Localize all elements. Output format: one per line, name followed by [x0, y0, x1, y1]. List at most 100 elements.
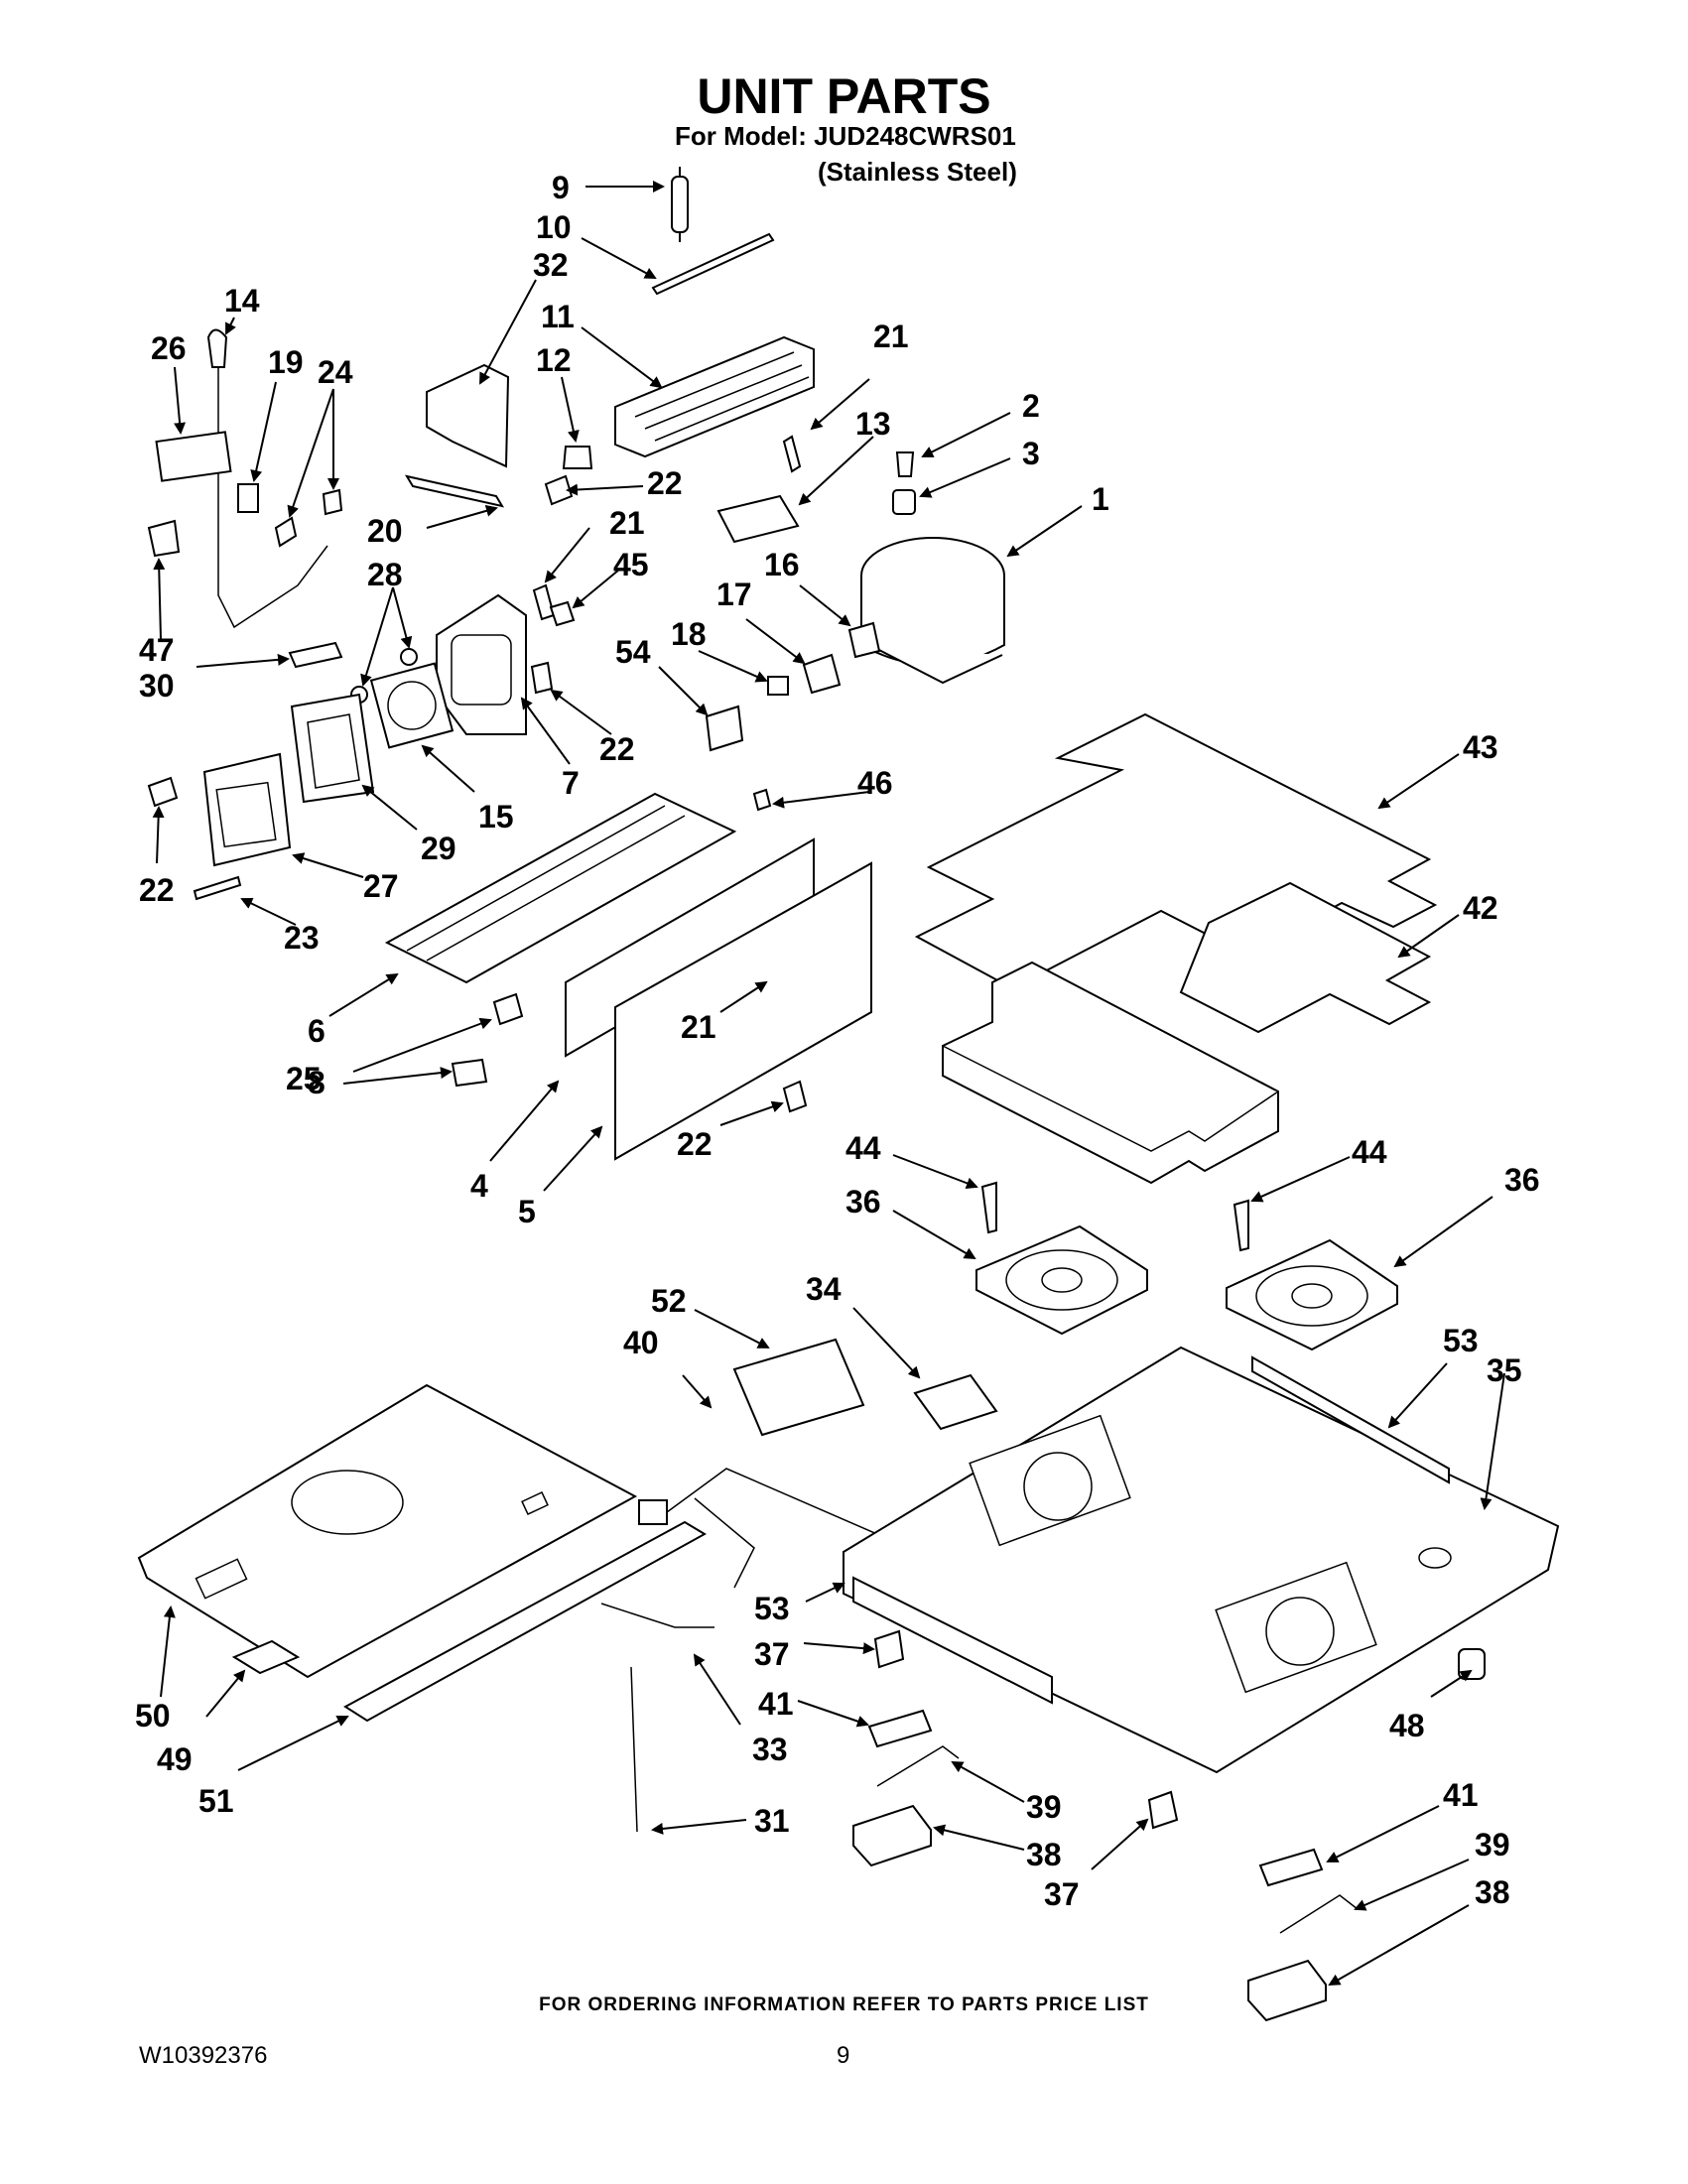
callout-22: 22 — [647, 465, 683, 501]
callout-32: 32 — [533, 247, 569, 283]
callout-21c: 21 — [681, 1009, 716, 1045]
callout-30: 30 — [139, 668, 175, 704]
callout-22b: 22 — [599, 731, 635, 767]
part-17-overload — [802, 653, 842, 695]
part-5-panel — [614, 861, 872, 1161]
callout-38: 38 — [1026, 1837, 1062, 1872]
part-18-block — [767, 676, 789, 696]
part-13-pad — [716, 494, 800, 544]
part-2-bolt — [895, 451, 915, 477]
callout-13: 13 — [855, 406, 891, 442]
callout-1: 1 — [1092, 481, 1109, 517]
callout-37: 37 — [754, 1636, 790, 1672]
part-10-strip — [651, 232, 775, 296]
part-24-screw-b — [322, 488, 343, 516]
model-subtitle: For Model: JUD248CWRS01 — [675, 121, 1016, 151]
part-32-bracket — [426, 363, 510, 468]
part-24-screw-a — [274, 516, 298, 548]
part-22-screw-b — [530, 661, 554, 695]
part-41-pad — [867, 1709, 933, 1748]
part-39-sensor — [876, 1745, 960, 1787]
part-39-sensor-b — [1279, 1894, 1359, 1934]
part-54-block — [705, 705, 744, 752]
part-20-bar — [404, 474, 505, 508]
part-45-nut — [549, 600, 576, 627]
part-44-screw-b — [1233, 1199, 1249, 1252]
callout-4: 4 — [470, 1168, 488, 1204]
callout-38b: 38 — [1475, 1874, 1510, 1910]
part-28-grommet-b — [400, 648, 418, 666]
callout-41: 41 — [758, 1686, 794, 1722]
callout-16: 16 — [764, 547, 800, 582]
part-22-screw-c — [147, 776, 179, 808]
part-42-insulation — [1179, 881, 1432, 1034]
callout-36b: 36 — [1504, 1162, 1540, 1198]
callout-numbers: 9 10 32 11 14 26 19 24 12 21 2 13 3 22 2… — [135, 170, 1540, 1912]
callout-45: 45 — [613, 547, 649, 582]
callout-35: 35 — [1487, 1352, 1522, 1388]
callout-12: 12 — [536, 342, 572, 378]
page-title: UNIT PARTS — [697, 68, 991, 124]
callout-21b: 21 — [609, 505, 645, 541]
part-47-clamp — [147, 519, 181, 558]
part-44-screw — [980, 1181, 997, 1234]
part-50-cover — [137, 1383, 638, 1679]
callout-44b: 44 — [1352, 1134, 1387, 1170]
part-21-screw-b — [532, 583, 556, 621]
part-38-housing — [852, 1804, 932, 1867]
part-22-screw — [544, 474, 574, 506]
part-36-fan — [975, 1224, 1148, 1336]
part-16-relay — [847, 621, 881, 659]
callout-34: 34 — [806, 1271, 842, 1307]
callout-37b: 37 — [1044, 1876, 1080, 1912]
callout-49: 49 — [157, 1741, 193, 1777]
callout-5: 5 — [518, 1194, 536, 1229]
callout-41b: 41 — [1443, 1777, 1479, 1813]
callout-52: 52 — [651, 1283, 687, 1319]
ordering-note: FOR ORDERING INFORMATION REFER TO PARTS … — [539, 1994, 1149, 2015]
callout-40: 40 — [623, 1325, 659, 1360]
callout-47: 47 — [139, 632, 175, 668]
callout-42: 42 — [1463, 890, 1498, 926]
part-14-cord — [206, 328, 328, 629]
callout-48: 48 — [1389, 1708, 1425, 1743]
callout-28: 28 — [367, 557, 403, 592]
callout-33: 33 — [752, 1732, 788, 1767]
callout-11: 11 — [541, 299, 575, 334]
part-37-connector-b — [1147, 1790, 1179, 1830]
part-37-connector — [873, 1629, 905, 1669]
callout-21: 21 — [873, 319, 909, 354]
part-8-foot — [451, 1058, 488, 1088]
callout-22d: 22 — [677, 1126, 713, 1162]
callout-53b: 53 — [754, 1591, 790, 1626]
part-38-housing-b — [1247, 1959, 1327, 2022]
callout-53: 53 — [1443, 1323, 1479, 1358]
part-49-strip — [231, 1639, 301, 1675]
page-number: 9 — [837, 2042, 850, 2069]
part-48-foot — [1458, 1648, 1486, 1680]
part-53-strip — [1251, 1355, 1450, 1484]
document-number: W10392376 — [139, 2042, 268, 2069]
part-52-pad — [732, 1338, 865, 1437]
callout-22c: 22 — [139, 872, 175, 908]
callout-29: 29 — [421, 831, 456, 866]
callout-39b: 39 — [1475, 1827, 1510, 1863]
part-9-filter — [671, 167, 689, 242]
part-31-tie — [630, 1666, 638, 1833]
part-19-clip — [237, 483, 259, 513]
part-26-label — [155, 431, 232, 482]
part-34-pad — [913, 1373, 998, 1431]
callout-15: 15 — [478, 799, 514, 835]
part-6-rail — [384, 792, 737, 984]
part-illustrations — [137, 167, 1560, 2022]
part-21-screw — [782, 435, 802, 473]
callout-9: 9 — [552, 170, 570, 205]
callout-25: 25 — [286, 1061, 322, 1096]
callout-31: 31 — [754, 1803, 790, 1839]
callout-44: 44 — [845, 1130, 881, 1166]
callout-3: 3 — [1022, 436, 1040, 471]
callout-51: 51 — [198, 1783, 234, 1819]
part-25-screw — [492, 992, 524, 1026]
callout-43: 43 — [1463, 729, 1498, 765]
part-30-label — [288, 641, 343, 669]
